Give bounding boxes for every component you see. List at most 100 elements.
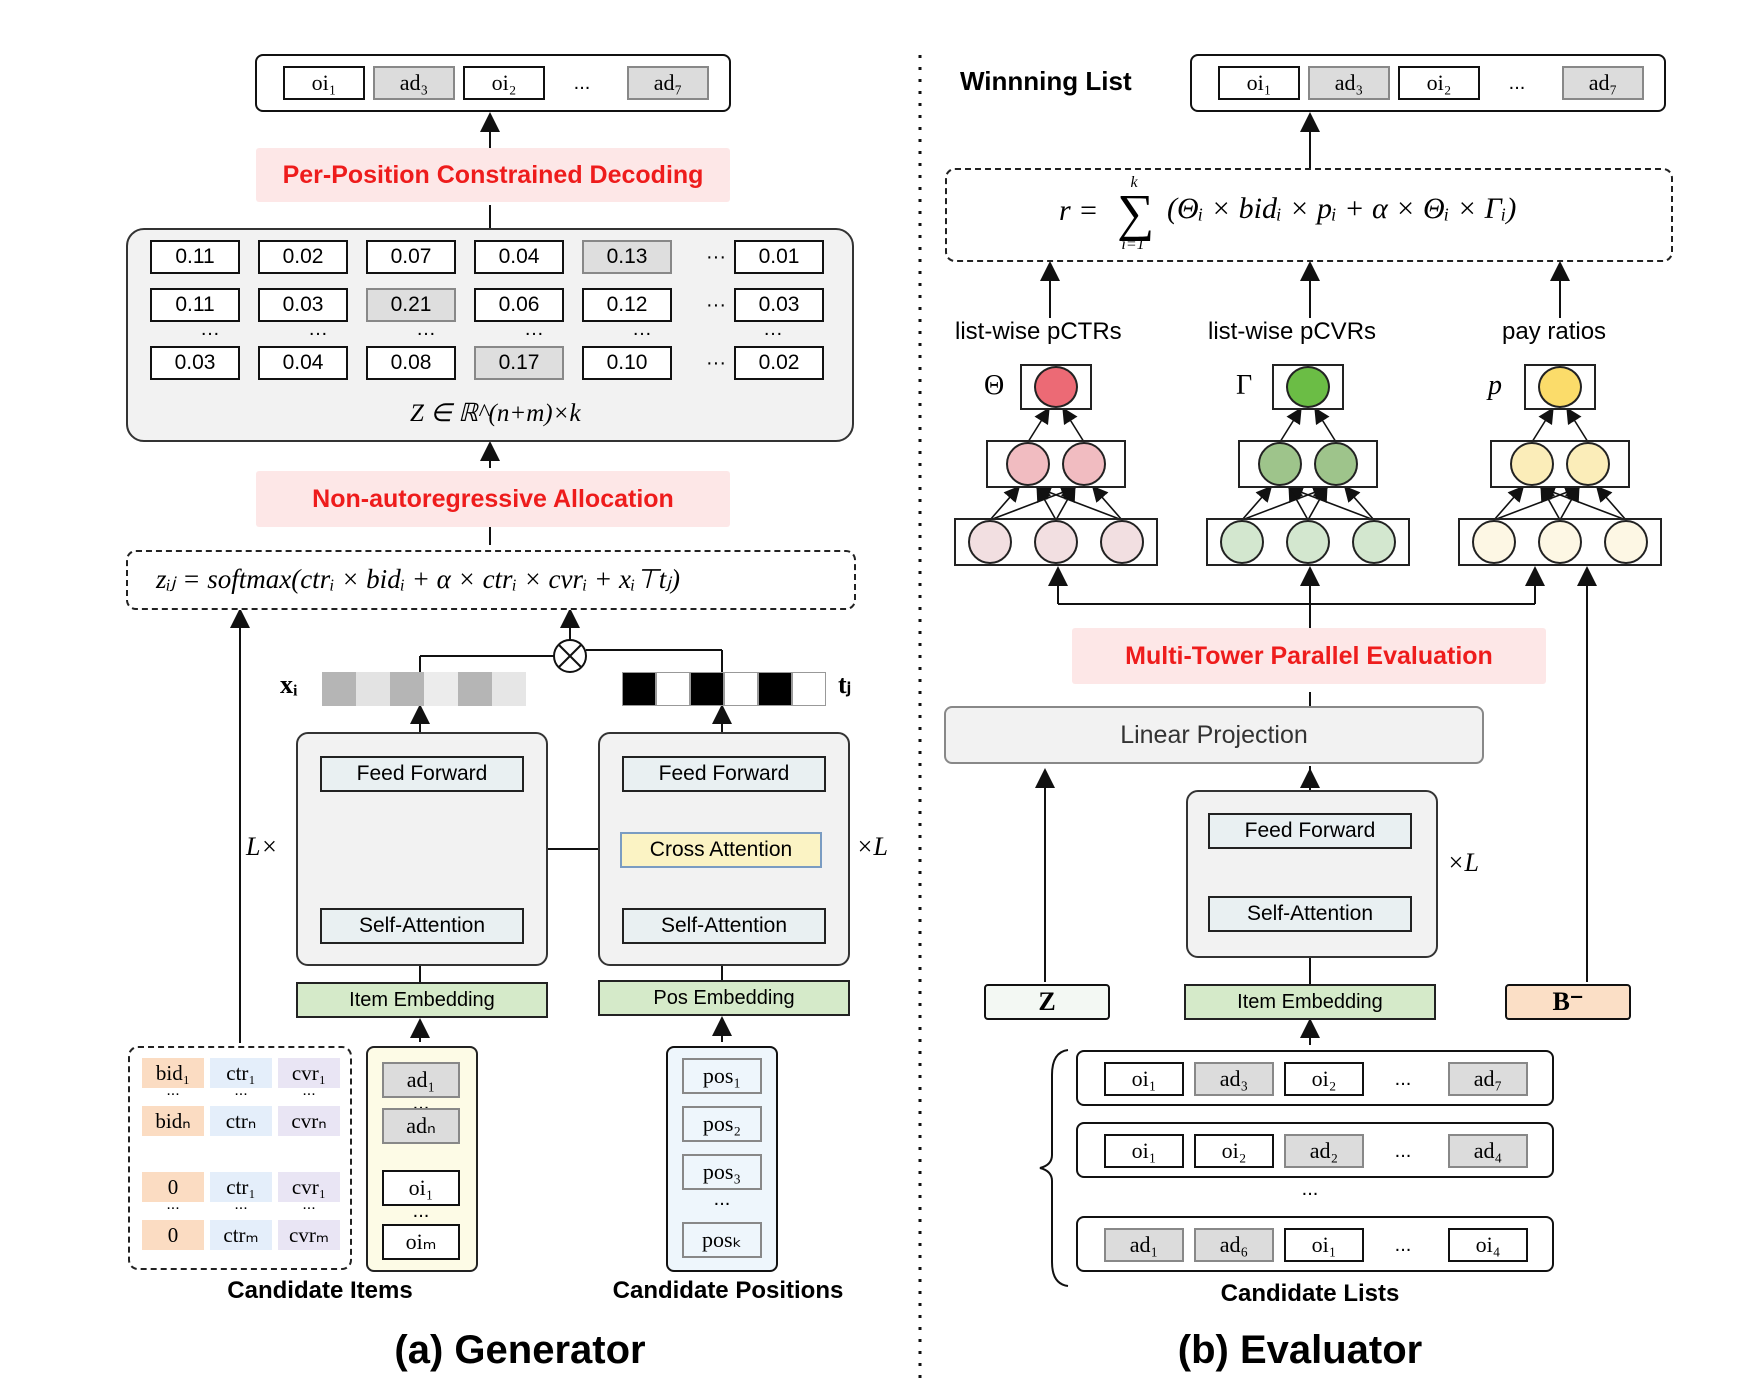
winning-token: ad₃ <box>1308 66 1390 100</box>
feature-cell: bid₁ <box>142 1058 204 1088</box>
feature-dots: ... <box>302 1196 316 1213</box>
feature-dots: ... <box>166 1196 180 1213</box>
matrix-cell: 0.03 <box>734 288 824 322</box>
candidate-token: oi₁ <box>1104 1062 1184 1096</box>
matrix-cell: 0.17 <box>474 346 564 380</box>
tower-input-node <box>1220 520 1264 564</box>
vector-cell <box>792 672 826 706</box>
vector-cell <box>492 672 526 706</box>
eval-self-attention: Self-Attention <box>1208 896 1412 932</box>
vector-cell <box>758 672 792 706</box>
winning-list: oi₁ ad₃ oi₂ ... ad₇ <box>1190 54 1666 112</box>
feature-dots: ... <box>166 1082 180 1099</box>
reward-formula-box: r = k ∑ i=1 (Θᵢ × bidᵢ × pᵢ + α × Θᵢ × Γ… <box>945 168 1673 262</box>
matrix-cell: 0.06 <box>474 288 564 322</box>
item-token: ad₁ <box>382 1062 460 1098</box>
matrix-ellipsis: ··· <box>706 294 726 316</box>
candidate-token: oi₄ <box>1448 1228 1528 1262</box>
tower-output-node <box>1538 366 1582 408</box>
generator-output-list: oi₁ ad₃ oi₂ ... ad₇ <box>255 54 731 112</box>
feature-dots: ... <box>234 1196 248 1213</box>
vector-cell <box>690 672 724 706</box>
candidate-item-column: ad₁ ... adₙ oi₁ ... oiₘ <box>366 1046 478 1272</box>
matrix-cell: 0.08 <box>366 346 456 380</box>
candidate-token: oi₂ <box>1284 1062 1364 1096</box>
matrix-cell: 0.02 <box>734 346 824 380</box>
tower-output-node <box>1034 366 1078 408</box>
eval-layers-label: ×L <box>1447 848 1480 877</box>
tj-label: tⱼ <box>838 670 852 699</box>
vector-cell <box>656 672 690 706</box>
winning-token: ad₇ <box>1562 66 1644 100</box>
candidate-ellipsis: ... <box>1394 1234 1412 1256</box>
cross-attention: Cross Attention <box>620 832 822 868</box>
tower-input-node <box>1538 520 1582 564</box>
matrix-cell: 0.03 <box>258 288 348 322</box>
candidate-items-label: Candidate Items <box>227 1277 413 1304</box>
matrix-cell: 0.12 <box>582 288 672 322</box>
matrix-cell: 0.04 <box>258 346 348 380</box>
sum-bottom: i=1 <box>1121 236 1145 253</box>
tower-input-node <box>1034 520 1078 564</box>
matrix-vdots: … <box>524 318 544 340</box>
matrix-cell: 0.11 <box>150 240 240 274</box>
matrix-vdots: … <box>200 318 220 340</box>
left-layers-label: L× <box>246 832 279 861</box>
winning-token: oi₁ <box>1218 66 1300 100</box>
feature-cell: ctr₁ <box>210 1058 272 1088</box>
matrix-ellipsis: ··· <box>706 246 726 268</box>
tower-symbol: Γ <box>1236 370 1253 401</box>
vector-cell <box>724 672 758 706</box>
pos-token: pos₂ <box>682 1106 762 1142</box>
matrix-vdots: … <box>763 318 783 340</box>
vector-cell <box>322 672 356 706</box>
reward-rhs: (Θᵢ × bidᵢ × pᵢ + α × Θᵢ × Γᵢ) <box>1167 192 1517 225</box>
matrix-vdots: … <box>308 318 328 340</box>
tower-input-node <box>1352 520 1396 564</box>
softmax-formula: zᵢⱼ = softmax(ctrᵢ × bidᵢ + α × ctrᵢ × c… <box>156 564 681 594</box>
feature-cell: 0 <box>142 1172 204 1202</box>
right-layers-label: ×L <box>856 832 889 861</box>
eval-feed-forward: Feed Forward <box>1208 813 1412 849</box>
matrix-vdots: … <box>632 318 652 340</box>
winning-token: oi₂ <box>1398 66 1480 100</box>
tower-hidden-node <box>1062 442 1106 486</box>
multitower-label: Multi-Tower Parallel Evaluation <box>1072 628 1546 684</box>
feature-dots: ... <box>302 1082 316 1099</box>
output-ellipsis: ... <box>573 72 591 94</box>
candidate-ellipsis: ... <box>1394 1140 1412 1162</box>
vector-cell <box>424 672 458 706</box>
tower-input-node <box>1100 520 1144 564</box>
tower-label-pcvr: list-wise pCVRs <box>1208 318 1377 345</box>
output-token: ad₇ <box>627 66 709 100</box>
output-token: oi₁ <box>283 66 365 100</box>
vector-cell <box>622 672 656 706</box>
matrix-cell: 0.10 <box>582 346 672 380</box>
softmax-formula-box: zᵢⱼ = softmax(ctrᵢ × bidᵢ + α × ctrᵢ × c… <box>126 550 856 610</box>
winning-ellipsis: ... <box>1508 72 1526 94</box>
generator-caption: (a) Generator <box>394 1328 646 1372</box>
feature-cell: bidₙ <box>142 1106 204 1136</box>
tower-hidden-node <box>1510 442 1554 486</box>
z-input: Z <box>984 984 1110 1020</box>
matrix-cell: 0.11 <box>150 288 240 322</box>
candidate-token: ad₇ <box>1448 1062 1528 1096</box>
tower-hidden-node <box>1006 442 1050 486</box>
sum-top: k <box>1130 174 1138 191</box>
candidate-token: ad₂ <box>1284 1134 1364 1168</box>
pos-self-attention: Self-Attention <box>622 908 826 944</box>
output-token: oi₂ <box>463 66 545 100</box>
matrix-cell: 0.07 <box>366 240 456 274</box>
tower-hidden-node <box>1566 442 1610 486</box>
tower-label-pay: pay ratios <box>1502 318 1607 345</box>
feature-cell: 0 <box>142 1220 204 1250</box>
feature-cell: cvr₁ <box>278 1058 340 1088</box>
item-self-attention: Self-Attention <box>320 908 524 944</box>
candidate-ellipsis: ... <box>1394 1068 1412 1090</box>
candidate-positions-label: Candidate Positions <box>612 1277 844 1304</box>
reward-lhs: r = <box>1059 194 1099 227</box>
